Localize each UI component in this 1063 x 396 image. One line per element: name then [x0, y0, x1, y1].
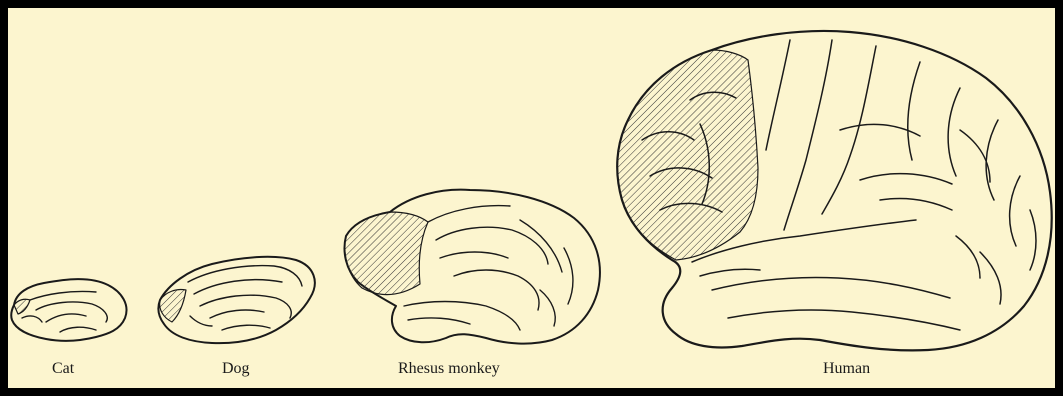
dog-label: Dog	[222, 360, 250, 378]
human-label: Human	[823, 360, 870, 378]
monkey-brain-icon	[345, 190, 600, 344]
cat-label: Cat	[52, 360, 74, 378]
rhesus-monkey-label: Rhesus monkey	[398, 360, 500, 378]
human-brain-icon	[617, 31, 1052, 350]
dog-brain-icon	[158, 257, 314, 343]
cat-brain-icon	[11, 279, 126, 341]
